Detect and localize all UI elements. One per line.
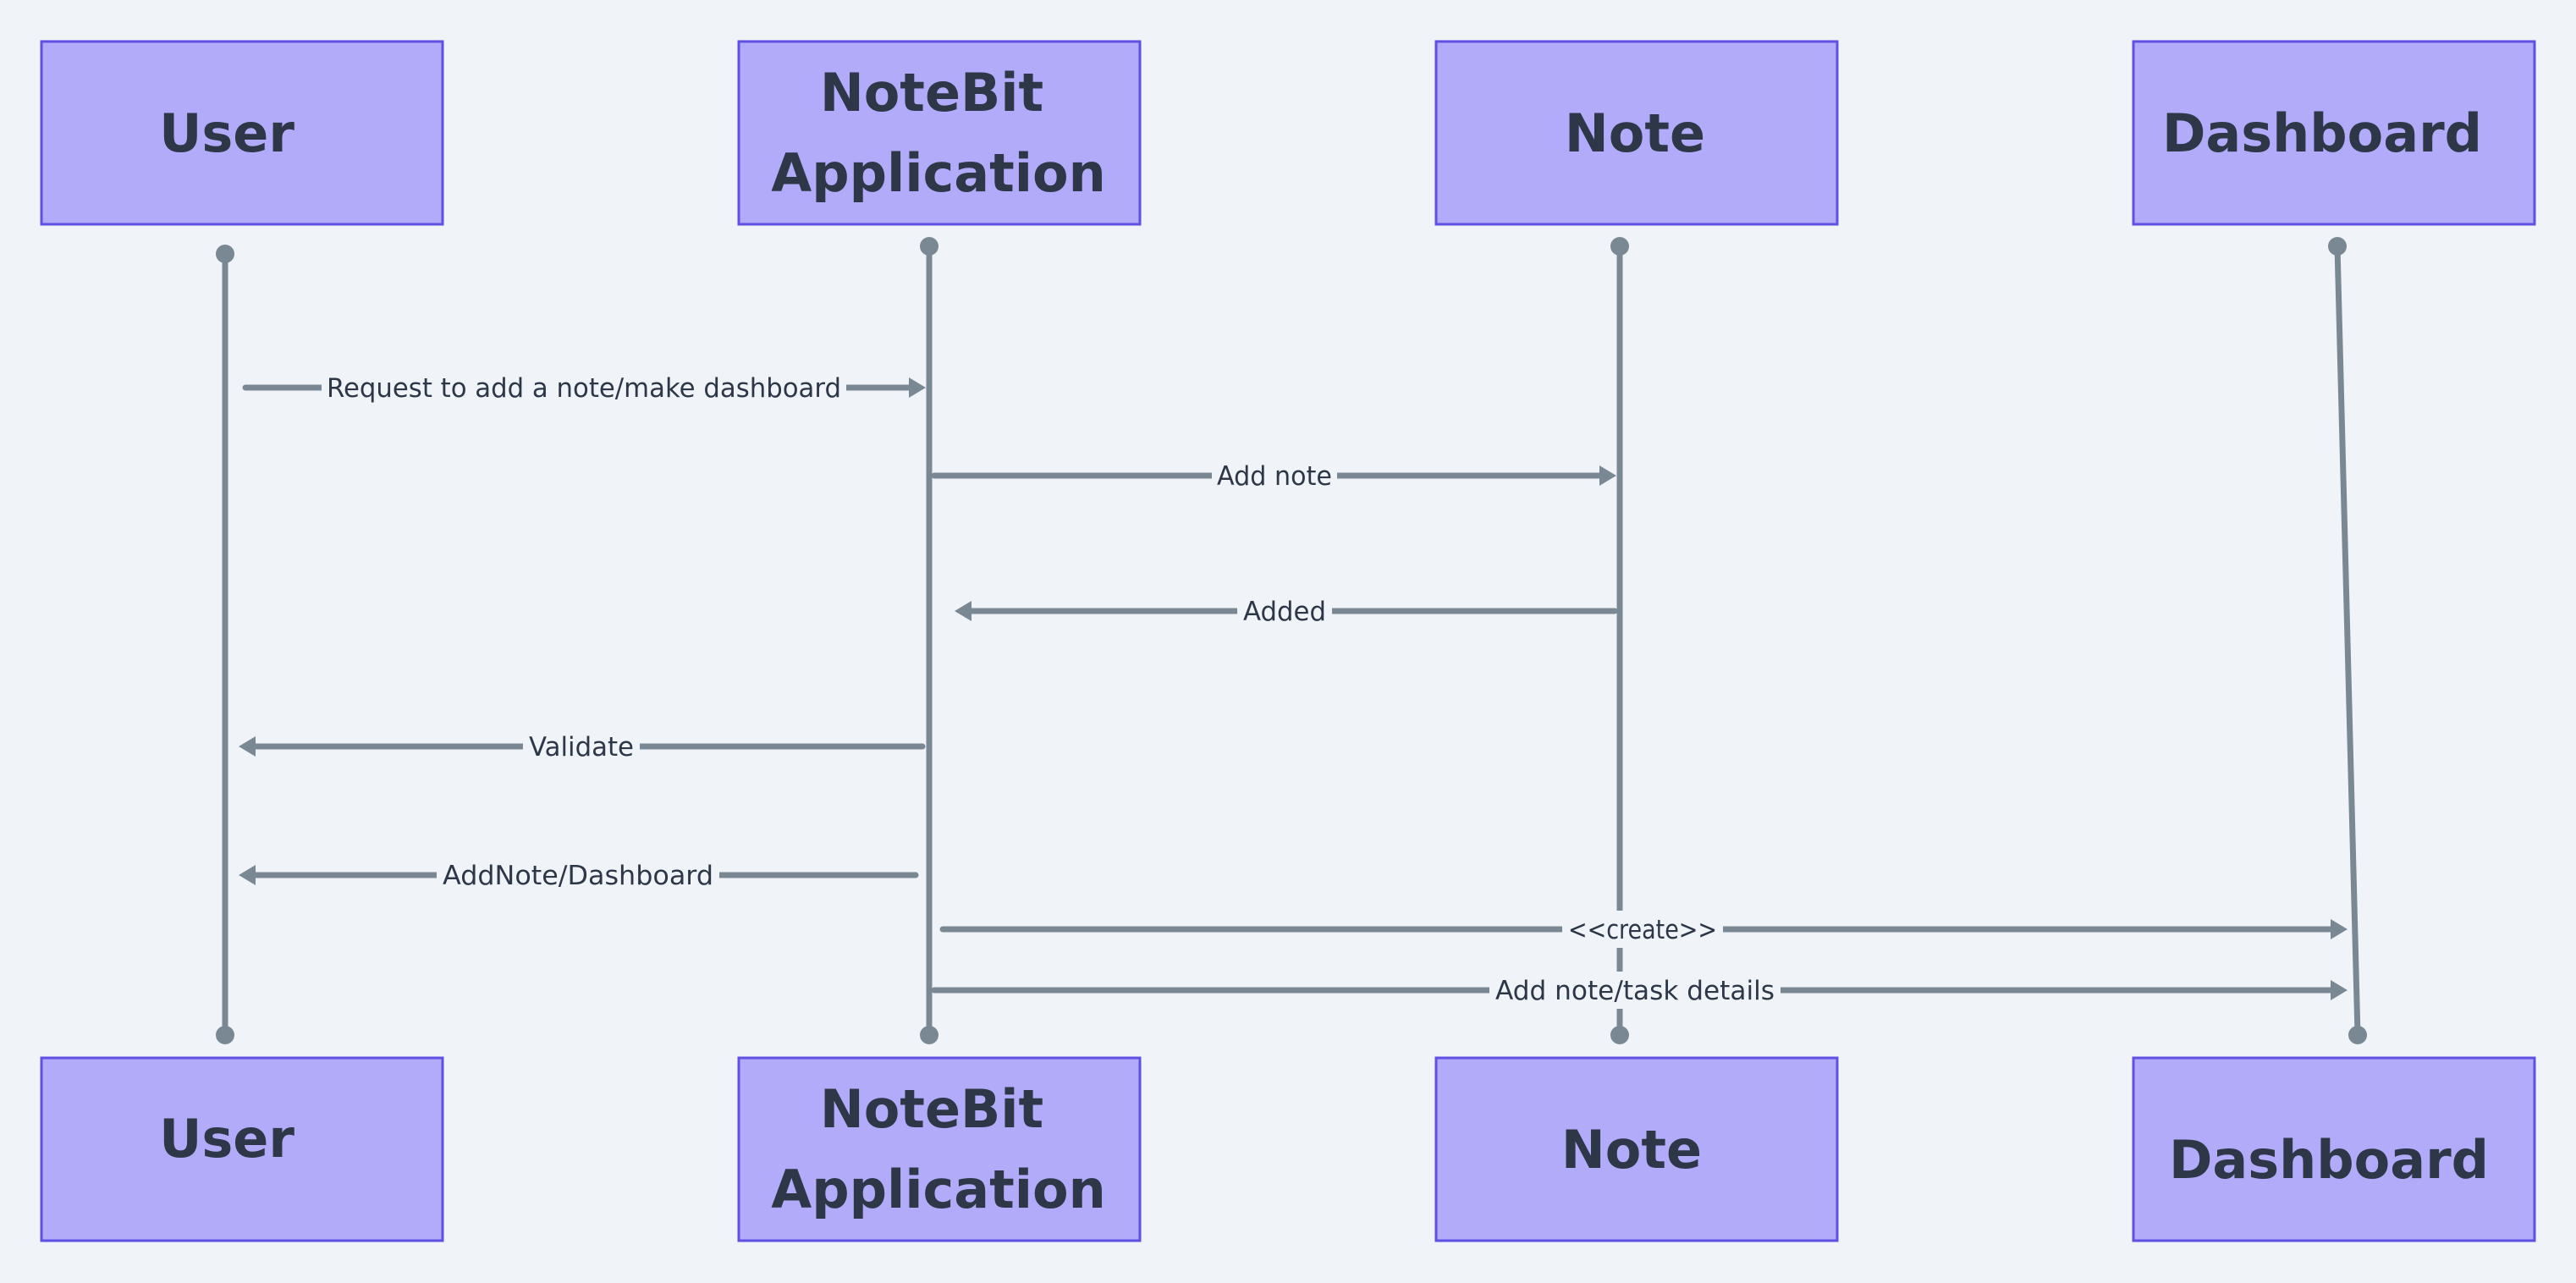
participants-bottom: User NoteBit Application Note Dashboard	[40, 1056, 2536, 1242]
message-label: <<create>>	[1568, 915, 1717, 945]
participants-top: User NoteBit Application Note Dashboard	[40, 40, 2536, 226]
participant-label: User	[159, 102, 294, 164]
lifeline-user-start-dot	[216, 245, 234, 263]
message-label: Validate	[529, 732, 634, 763]
lifeline-user-end-dot	[216, 1026, 234, 1044]
participant-box	[40, 1056, 444, 1242]
lifeline-note-end-dot	[1610, 1026, 1629, 1044]
participant-box	[1434, 1056, 1839, 1242]
message-add-details: Add note/task details	[931, 972, 2348, 1009]
participant-dashboard-bottom: Dashboard	[2132, 1056, 2536, 1242]
participant-label: Note	[1561, 1119, 1702, 1181]
lifeline-note-start-dot	[1610, 237, 1629, 256]
participant-box	[737, 1056, 1142, 1242]
participant-box	[1434, 40, 1839, 226]
participant-label: Note	[1565, 102, 1705, 164]
participant-box	[2132, 1056, 2536, 1242]
arrowhead-right	[2331, 980, 2348, 1000]
participant-label-line1: NoteBit	[820, 1078, 1043, 1140]
participant-box	[2132, 40, 2536, 226]
message-label-bg	[1237, 592, 1332, 630]
message-label-bg	[322, 369, 846, 406]
participant-app-bottom: NoteBit Application	[737, 1056, 1142, 1242]
arrowhead-left	[239, 736, 256, 757]
message-label: Add note	[1217, 461, 1332, 492]
participant-dashboard-top: Dashboard	[2132, 40, 2536, 226]
arrowhead-left	[955, 601, 972, 621]
lifeline-app-start-dot	[920, 237, 938, 256]
message-label-bg	[523, 728, 640, 765]
participant-label-line2: Application	[771, 142, 1105, 204]
arrowhead-right	[1599, 465, 1616, 486]
participant-label-line1: NoteBit	[820, 62, 1043, 124]
message-label: Add note/task details	[1495, 976, 1775, 1006]
participant-label: Dashboard	[2169, 1129, 2489, 1191]
message-validate: Validate	[239, 728, 926, 765]
participant-user-top: User	[40, 40, 444, 226]
message-label: AddNote/Dashboard	[443, 861, 713, 891]
participant-label-line2: Application	[771, 1159, 1105, 1220]
lifeline-dashboard	[2334, 243, 2361, 1038]
participant-note-bottom: Note	[1434, 1056, 1839, 1242]
participant-note-top: Note	[1434, 40, 1839, 226]
message-request: Request to add a note/make dashboard	[242, 369, 926, 406]
message-add-note: Add note	[931, 457, 1616, 494]
message-label-bg	[1489, 972, 1781, 1009]
message-label-bg	[1562, 911, 1723, 948]
lifeline-dashboard-start-dot	[2328, 237, 2347, 256]
lifeline-app-end-dot	[920, 1026, 938, 1044]
arrowhead-right	[2331, 919, 2348, 939]
lifelines	[216, 237, 2367, 1044]
message-create: <<create>>	[939, 911, 2348, 948]
participant-box	[40, 40, 444, 226]
lifeline-dashboard-end-dot	[2348, 1026, 2367, 1044]
message-added: Added	[955, 592, 1618, 630]
participant-app-top: NoteBit Application	[737, 40, 1142, 226]
arrowhead-right	[909, 377, 926, 398]
participant-user-bottom: User	[40, 1056, 444, 1242]
message-label-bg	[437, 856, 719, 894]
participant-label: Dashboard	[2162, 102, 2482, 164]
message-addnote-dashboard: AddNote/Dashboard	[239, 856, 919, 894]
messages: Request to add a note/make dashboard Add…	[239, 369, 2348, 1009]
participant-label: User	[159, 1108, 294, 1170]
participant-box	[737, 40, 1142, 226]
message-label: Added	[1243, 597, 1326, 627]
arrowhead-left	[239, 865, 256, 885]
message-label-bg	[1212, 457, 1337, 494]
message-label: Request to add a note/make dashboard	[327, 373, 841, 404]
